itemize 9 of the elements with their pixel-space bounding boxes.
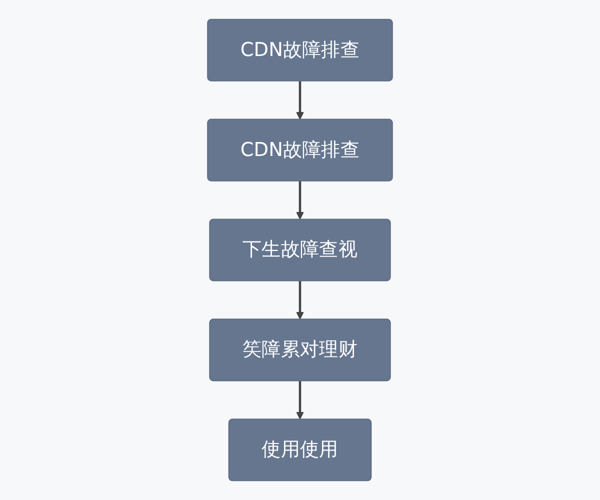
process-box: 笶障累对理财	[209, 318, 391, 382]
process-box: CDN故障排查	[207, 18, 393, 82]
process-box: CDN故障排查	[207, 118, 393, 182]
arrow	[296, 80, 304, 120]
arrow	[296, 280, 304, 320]
process-box: 使用使用	[228, 418, 372, 482]
arrow	[296, 380, 304, 420]
process-box: 下生故障查视	[209, 218, 391, 282]
arrow	[296, 180, 304, 220]
